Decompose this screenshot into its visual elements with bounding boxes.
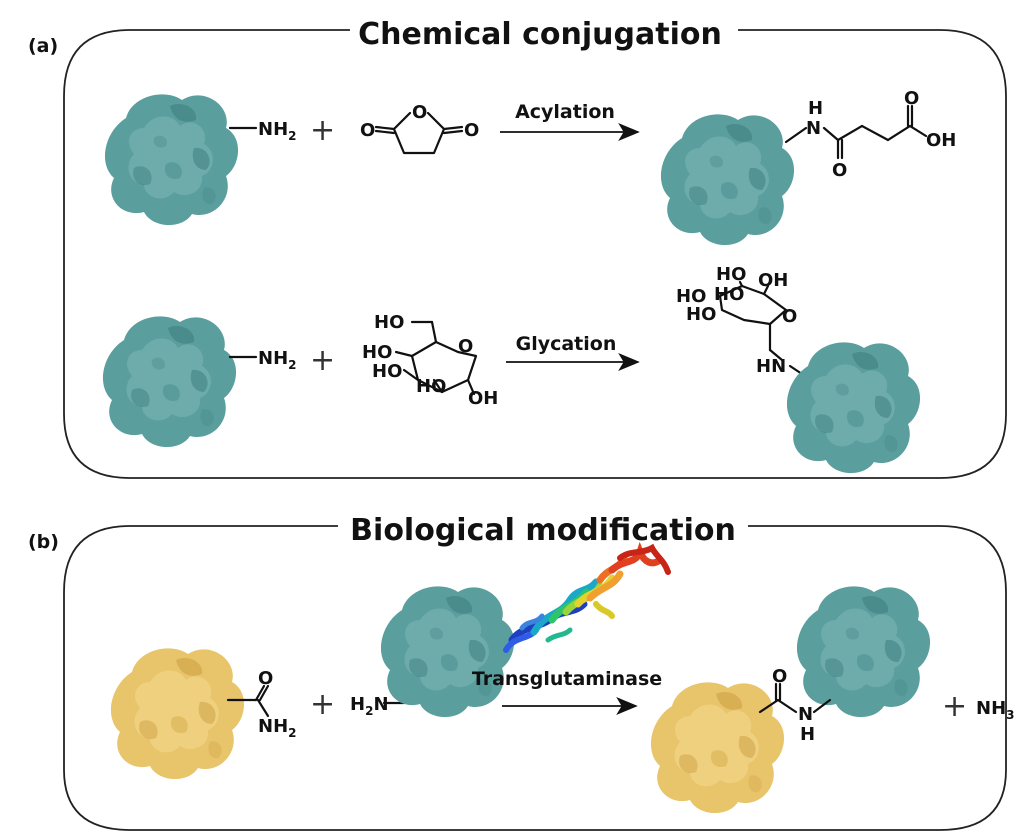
panel-b-label: (b) — [28, 531, 59, 553]
svg-text:H: H — [808, 98, 823, 119]
amide-nh2: NH2 — [258, 716, 297, 740]
transglutaminase-label: Transglutaminase — [472, 668, 662, 690]
panel-b-title: Biological modification — [350, 513, 736, 548]
svg-text:O: O — [412, 102, 427, 123]
svg-text:HO: HO — [676, 286, 706, 307]
succinic-anhydride: O O O — [360, 102, 479, 155]
amine-h2n: H2N — [350, 694, 389, 718]
succinylated-chain: N H O O OH — [784, 88, 956, 181]
ammonia-byproduct: NH3 — [976, 698, 1015, 722]
svg-text:HO: HO — [714, 284, 744, 305]
svg-text:O: O — [458, 336, 473, 357]
glycation-label: Glycation — [516, 333, 617, 355]
panel-a-title: Chemical conjugation — [358, 17, 722, 52]
plus-sign-4: + — [942, 689, 967, 724]
svg-text:H: H — [800, 724, 815, 745]
product-protein-1 — [660, 114, 795, 246]
amide-group: O NH2 — [226, 668, 297, 740]
reactant-protein-2 — [102, 316, 237, 448]
svg-text:OH: OH — [926, 130, 956, 151]
plus-sign-3: + — [310, 687, 335, 722]
svg-text:HO: HO — [372, 361, 402, 382]
product-protein-2 — [786, 342, 921, 474]
panel-a-frame — [63, 29, 1007, 479]
svg-text:N: N — [798, 704, 813, 725]
reactant-protein-1 — [104, 94, 239, 226]
svg-text:HO: HO — [416, 376, 446, 397]
isopeptide-bond: O N H — [758, 666, 832, 745]
glutamine-protein — [110, 648, 245, 780]
svg-text:O: O — [258, 668, 273, 689]
plus-sign-1: + — [310, 113, 335, 148]
glucose-molecule: HO HO HO HO O OH — [362, 312, 498, 409]
svg-text:N: N — [806, 118, 821, 139]
svg-text:O: O — [904, 88, 919, 109]
svg-text:O: O — [832, 160, 847, 181]
svg-text:HO: HO — [686, 304, 716, 325]
svg-text:OH: OH — [758, 270, 788, 291]
panel-b-frame — [63, 525, 1007, 831]
svg-text:O: O — [360, 120, 375, 141]
transglutaminase-structure — [503, 541, 671, 653]
amine-group-1: NH2 — [258, 119, 297, 143]
svg-text:O: O — [464, 120, 479, 141]
acylation-label: Acylation — [515, 101, 615, 123]
lysine-protein — [380, 586, 515, 718]
product-yellow-protein — [650, 682, 785, 814]
product-teal-protein — [796, 586, 931, 718]
panel-a-label: (a) — [28, 35, 58, 57]
amadori-sugar: HO HO OH HO HO O HN — [676, 264, 810, 380]
plus-sign-2: + — [310, 343, 335, 378]
svg-text:HO: HO — [374, 312, 404, 333]
amine-group-2: NH2 — [258, 348, 297, 372]
svg-text:O: O — [772, 666, 787, 687]
svg-text:HO: HO — [362, 342, 392, 363]
svg-text:HO: HO — [716, 264, 746, 285]
svg-text:OH: OH — [468, 388, 498, 409]
svg-text:O: O — [782, 306, 797, 327]
svg-text:HN: HN — [756, 356, 786, 377]
